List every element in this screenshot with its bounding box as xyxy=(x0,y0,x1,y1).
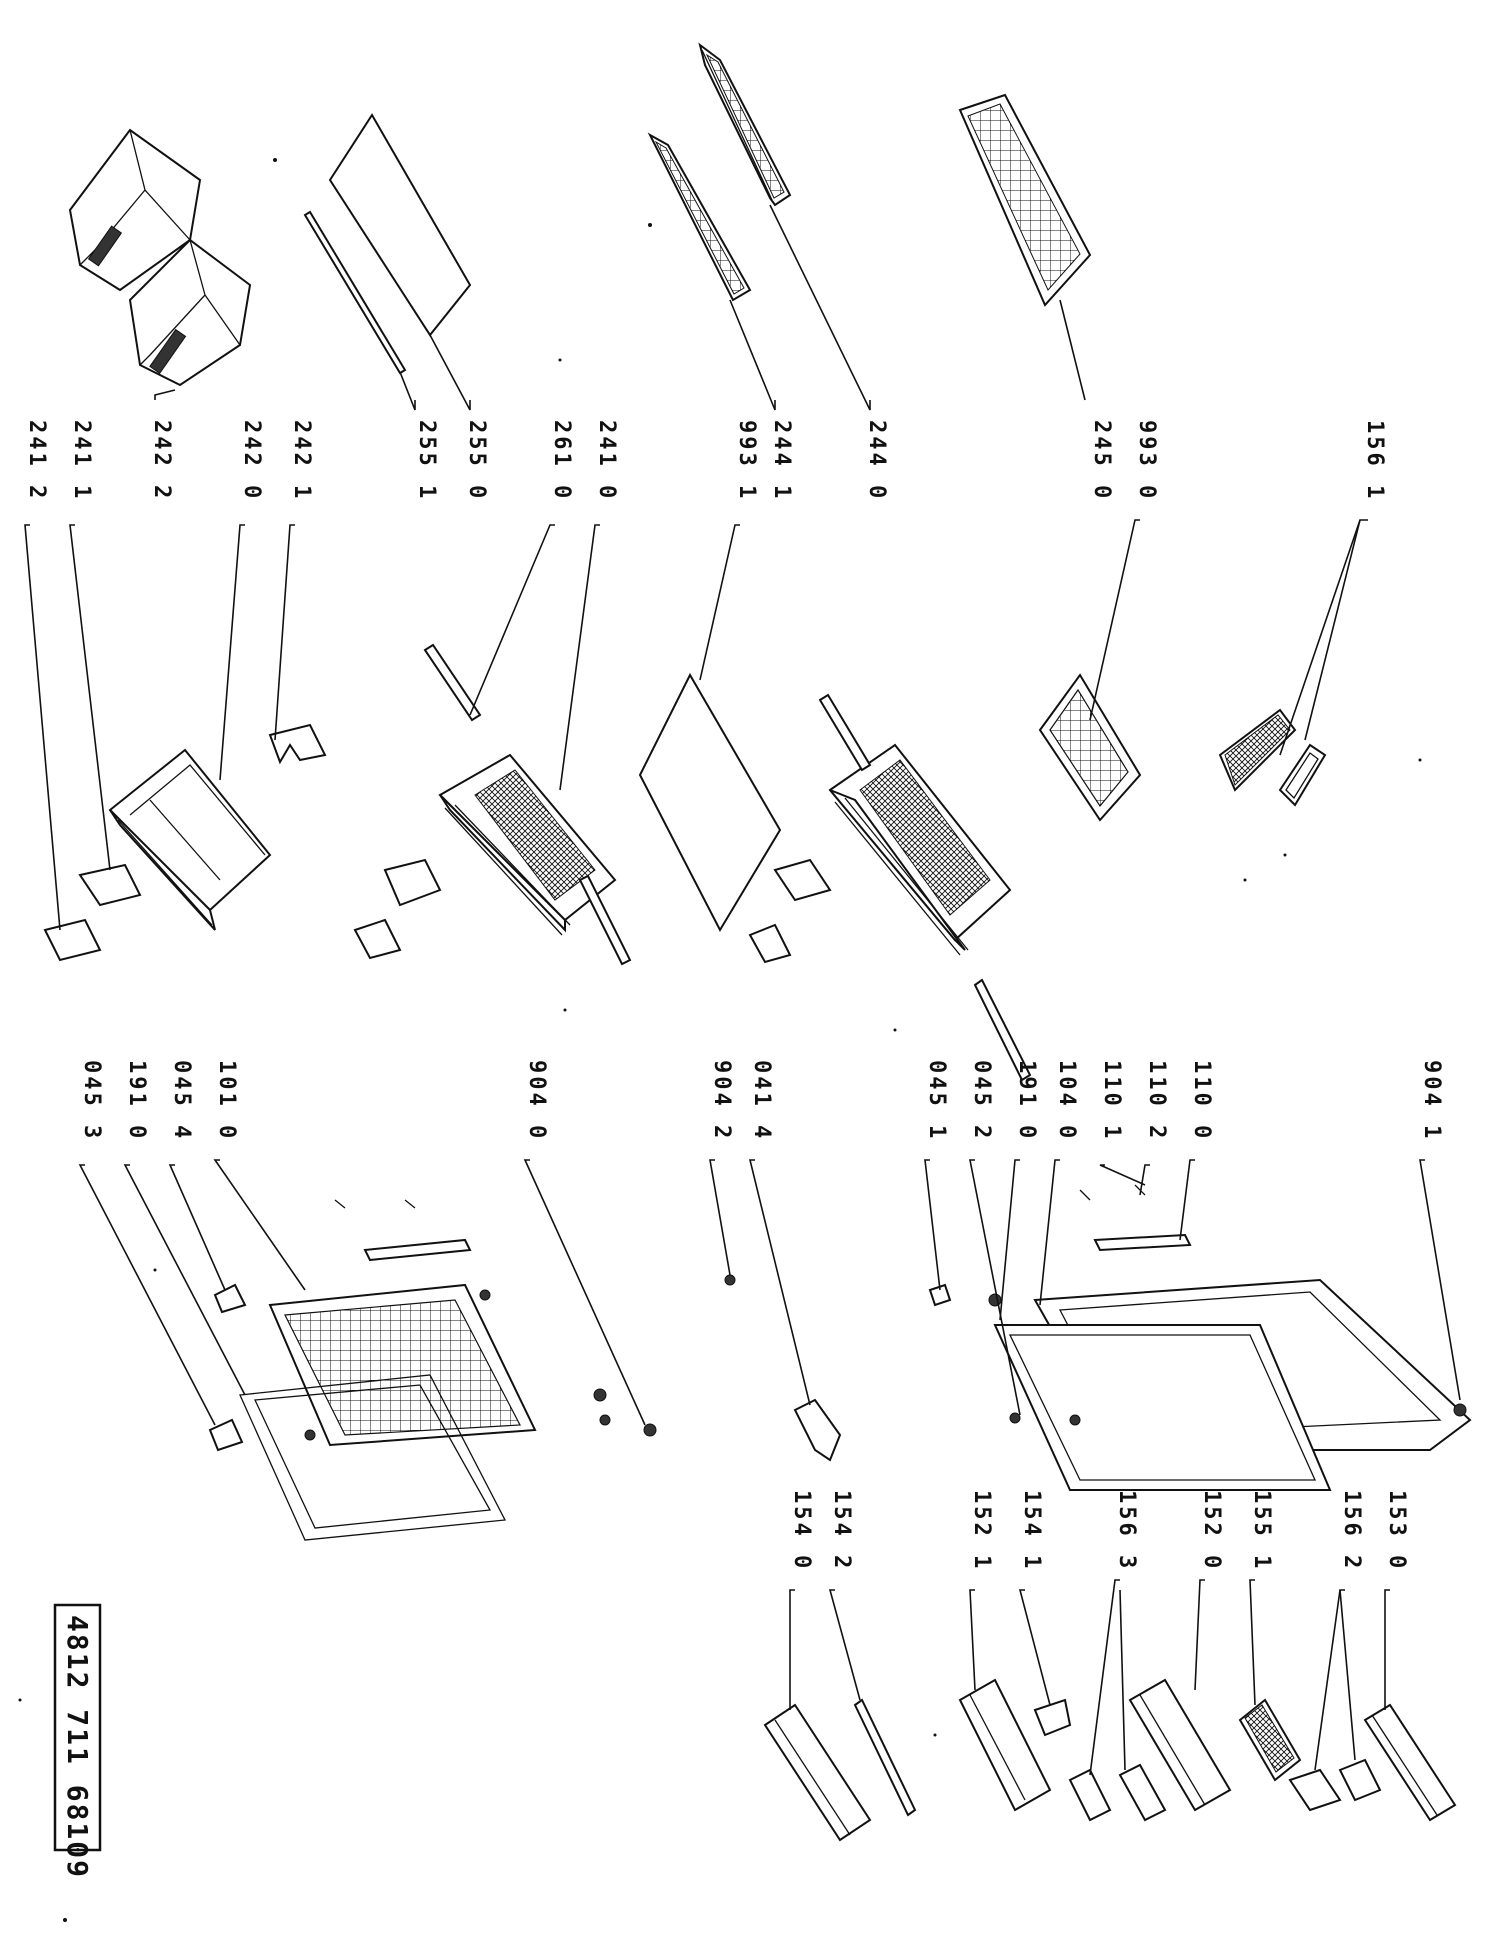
label-255-0: 255 0 xyxy=(464,420,489,501)
part-242-2 xyxy=(68,128,252,387)
label-241-2: 241 2 xyxy=(24,420,49,501)
label-156-1: 156 1 xyxy=(1362,420,1387,501)
part-241-1-2 xyxy=(43,863,142,962)
part-993-1 xyxy=(638,672,782,933)
part-255-0 xyxy=(328,113,472,337)
label-045-2: 045 2 xyxy=(969,1060,994,1141)
part-244-1 xyxy=(647,132,752,302)
part-door-frame-104-0 xyxy=(724,1184,1472,1491)
label-241-0: 241 0 xyxy=(594,420,619,501)
label-245-0: 245 0 xyxy=(1089,420,1114,501)
label-045-4: 045 4 xyxy=(169,1060,194,1141)
label-154-0: 154 0 xyxy=(789,1490,814,1571)
part-993-0 xyxy=(1038,673,1142,822)
label-154-1: 154 1 xyxy=(1019,1490,1044,1571)
label-155-1: 155 1 xyxy=(1249,1490,1274,1571)
label-045-1: 045 1 xyxy=(924,1060,949,1141)
label-255-1: 255 1 xyxy=(414,420,439,501)
label-101-0: 101 0 xyxy=(214,1060,239,1141)
part-156-1 xyxy=(1218,708,1327,807)
part-154-2 xyxy=(853,1698,917,1817)
label-191-0-a: 191 0 xyxy=(1014,1060,1039,1141)
label-156-3: 156 3 xyxy=(1114,1490,1139,1571)
label-110-1: 110 1 xyxy=(1099,1060,1124,1141)
part-155-1 xyxy=(1238,1698,1302,1782)
label-261-0: 261 0 xyxy=(549,420,574,501)
label-993-0: 993 0 xyxy=(1134,420,1159,501)
scan-specks xyxy=(18,158,1422,1922)
label-244-1: 244 1 xyxy=(769,420,794,501)
label-242-2: 242 2 xyxy=(149,420,174,501)
label-152-0: 152 0 xyxy=(1199,1490,1224,1571)
part-255-1 xyxy=(303,210,407,375)
label-242-0: 242 0 xyxy=(239,420,264,501)
part-154-0 xyxy=(763,1703,872,1842)
label-241-1: 241 1 xyxy=(69,420,94,501)
part-door-frame-101-0 xyxy=(208,1199,657,1541)
label-904-2: 904 2 xyxy=(709,1060,734,1141)
drawing-code-box: 4812 711 68109 xyxy=(53,1603,102,1879)
part-241-0 xyxy=(353,643,632,966)
label-152-1: 152 1 xyxy=(969,1490,994,1571)
label-993-1: 993 1 xyxy=(734,420,759,501)
leader-lines xyxy=(24,204,1461,1776)
part-door-shelf-153-0 xyxy=(1363,1703,1457,1822)
part-156-2 xyxy=(1288,1758,1382,1812)
label-242-1: 242 1 xyxy=(289,420,314,501)
label-104-0: 104 0 xyxy=(1054,1060,1079,1141)
part-242-0 xyxy=(108,723,327,931)
label-904-0: 904 0 xyxy=(524,1060,549,1141)
label-041-4: 041 4 xyxy=(749,1060,774,1141)
label-904-1: 904 1 xyxy=(1419,1060,1444,1141)
label-156-2: 156 2 xyxy=(1339,1490,1364,1571)
label-153-0: 153 0 xyxy=(1384,1490,1409,1571)
part-245-0 xyxy=(958,93,1092,307)
part-freezer-basket-right xyxy=(748,693,1032,1082)
label-110-0: 110 0 xyxy=(1189,1060,1214,1141)
label-154-2: 154 2 xyxy=(829,1490,854,1571)
part-156-3 xyxy=(1068,1763,1167,1822)
part-door-shelf-152-0 xyxy=(1128,1678,1232,1812)
label-244-0: 244 0 xyxy=(864,420,889,501)
part-labels: 156 1 993 0 245 0 244 0 244 1 993 1 241 … xyxy=(24,420,1444,1571)
part-244-0 xyxy=(698,42,792,207)
label-110-2: 110 2 xyxy=(1144,1060,1169,1141)
label-045-3: 045 3 xyxy=(79,1060,104,1141)
drawing-code: 4812 711 68109 xyxy=(61,1615,94,1879)
label-191-0-b: 191 0 xyxy=(124,1060,149,1141)
part-152-1 xyxy=(958,1678,1072,1812)
